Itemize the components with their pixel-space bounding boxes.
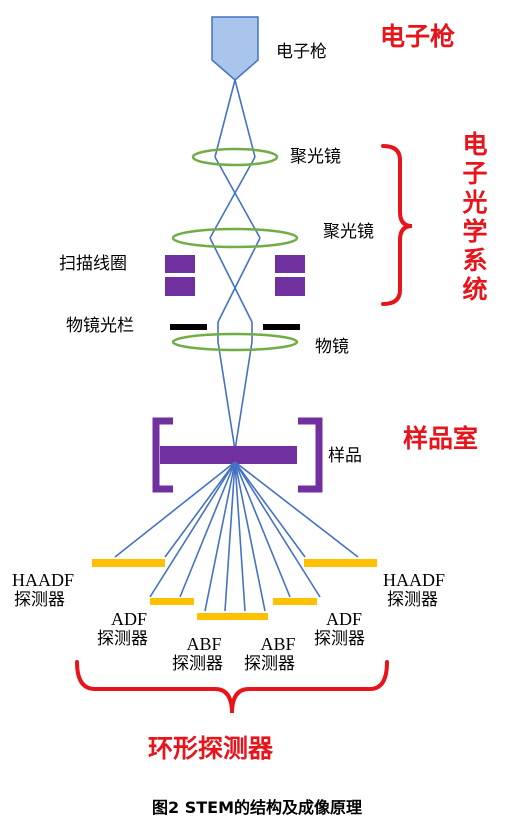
haadf-detector-right <box>304 559 377 567</box>
electron-gun-label: 电子枪 <box>276 42 327 62</box>
sample-shape <box>160 446 297 464</box>
sample-chamber-brackets <box>152 417 323 493</box>
scattered-rays <box>114 461 359 612</box>
sample-label: 样品 <box>328 446 362 466</box>
objective-lens-label: 物镜 <box>315 337 349 357</box>
abf-right-sub-label: 探测器 <box>244 654 295 674</box>
detectors <box>92 559 377 620</box>
electron-optics-brace <box>381 144 413 306</box>
condenser-lens-2 <box>171 227 299 249</box>
electron-optics-section-title: 电子光学系统 <box>462 130 488 304</box>
adf-right-label: ADF <box>325 609 362 629</box>
objective-aperture-label: 物镜光栏 <box>66 316 134 336</box>
abf-left-sub-label: 探测器 <box>172 654 223 674</box>
abf-right-label: ABF <box>260 634 296 654</box>
annular-detectors-brace <box>75 660 389 714</box>
adf-left-label: ADF <box>110 609 147 629</box>
scan-coils <box>165 255 305 296</box>
objective-aperture <box>170 324 300 330</box>
adf-left-sub-label: 探测器 <box>97 629 148 649</box>
condenser-lens-2-label: 聚光镜 <box>323 222 374 242</box>
haadf-detector-left <box>92 559 165 567</box>
abf-detector <box>197 613 268 620</box>
beam-rays <box>209 79 261 451</box>
abf-left-label: ABF <box>186 634 222 654</box>
objective-lens <box>171 332 299 352</box>
scan-coils-label: 扫描线圈 <box>59 254 127 274</box>
electron-gun-section-title: 电子枪 <box>380 22 456 51</box>
haadf-left-sub-label: 探测器 <box>14 590 65 610</box>
haadf-right-label: HAADF <box>383 570 446 590</box>
adf-detector-left <box>150 598 194 605</box>
haadf-left-label: HAADF <box>12 570 75 590</box>
haadf-right-sub-label: 探测器 <box>387 590 438 610</box>
sample-chamber-section-title: 样品室 <box>403 424 479 453</box>
annular-detectors-section-title: 环形探测器 <box>148 734 274 763</box>
figure-caption: 图2 STEM的结构及成像原理 <box>152 798 362 817</box>
condenser-lens-1 <box>191 147 279 167</box>
adf-detector-right <box>273 598 317 605</box>
adf-right-sub-label: 探测器 <box>314 629 365 649</box>
condenser-lens-1-label: 聚光镜 <box>290 147 341 167</box>
electron-gun-shape <box>211 16 259 81</box>
